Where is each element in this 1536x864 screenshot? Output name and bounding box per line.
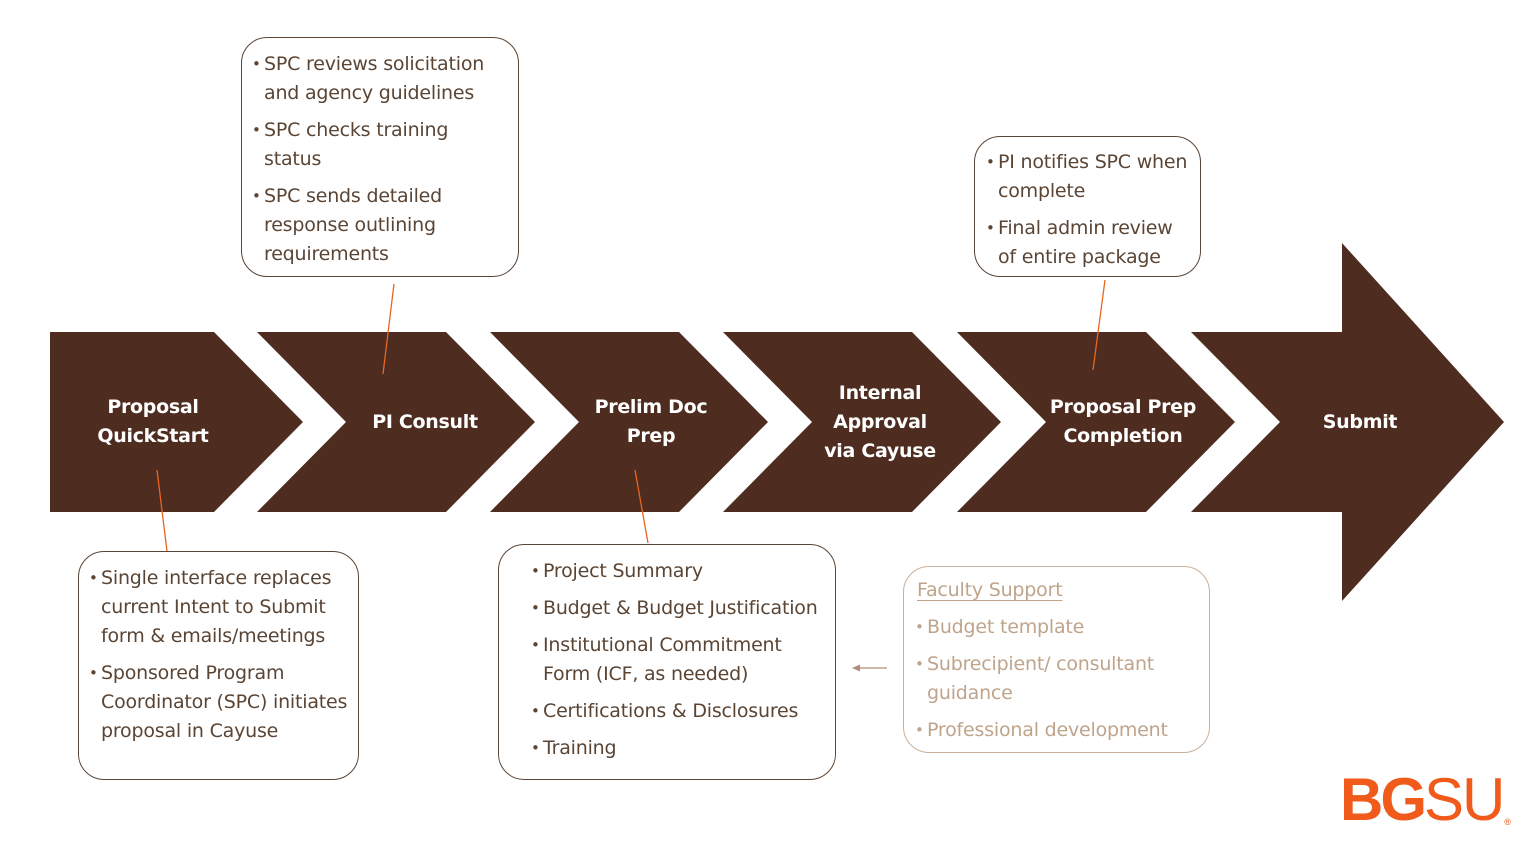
step-label-pi-consult: PI Consult	[372, 410, 478, 433]
chevron-proposal-prep-completion	[957, 332, 1235, 512]
logo-light-text: SU	[1424, 766, 1505, 833]
callout-item: Institutional Commitment Form (ICF, as n…	[531, 631, 831, 689]
connector-pi-consult	[382, 283, 395, 375]
callout-item: Project Summary	[531, 557, 831, 586]
callout-item: Sponsored Program Coordinator (SPC) init…	[89, 659, 352, 746]
step-label-internal-approval: Internal Approval via Cayuse	[824, 381, 936, 462]
callout-proposal-quickstart: Single interface replaces current Intent…	[78, 551, 359, 780]
callout-item: Professional development	[915, 716, 1203, 745]
logo-bold-text: BG	[1340, 766, 1427, 833]
faculty-support-title: Faculty Support	[917, 579, 1063, 601]
callout-item: Subrecipient/ consultant guidance	[915, 650, 1203, 708]
connector-quickstart	[156, 469, 168, 552]
callout-pi-consult: SPC reviews solicitation and agency guid…	[241, 37, 519, 277]
step-label-submit: Submit	[1322, 410, 1398, 433]
callout-item: SPC reviews solicitation and agency guid…	[252, 50, 508, 108]
callout-item: PI notifies SPC when complete	[986, 148, 1192, 206]
callout-faculty-support: Faculty Support Budget template Subrecip…	[903, 566, 1210, 753]
callout-item: SPC checks training status	[252, 116, 508, 174]
chevron-internal-approval	[723, 332, 1001, 512]
step-label-prelim-doc-prep: Prelim Doc Prep	[594, 396, 708, 447]
callout-item: SPC sends detailed response outlining re…	[252, 182, 508, 269]
registered-mark-icon: ®	[1504, 817, 1511, 827]
step-label-proposal-prep-completion: Proposal Prep Completion	[1049, 396, 1197, 447]
callout-proposal-prep-completion: PI notifies SPC when complete Final admi…	[974, 136, 1201, 277]
connector-prep-completion	[1092, 279, 1106, 371]
faculty-arrow-head-icon	[852, 664, 860, 672]
arrow-submit	[1191, 243, 1504, 601]
callout-item: Single interface replaces current Intent…	[89, 564, 352, 651]
callout-prelim-doc-prep: Project Summary Budget & Budget Justific…	[498, 544, 836, 780]
callout-item: Final admin review of entire package	[986, 214, 1192, 272]
chevron-proposal-quickstart	[50, 332, 303, 512]
callout-item: Budget & Budget Justification	[531, 594, 831, 623]
callout-item: Budget template	[915, 613, 1203, 642]
connector-prelim-doc	[634, 469, 649, 544]
callout-item: Certifications & Disclosures	[531, 697, 831, 726]
step-label-proposal-quickstart: Proposal QuickStart	[97, 396, 209, 447]
callout-item: Training	[531, 734, 831, 763]
chevron-pi-consult	[257, 332, 535, 512]
chevron-prelim-doc-prep	[490, 332, 768, 512]
